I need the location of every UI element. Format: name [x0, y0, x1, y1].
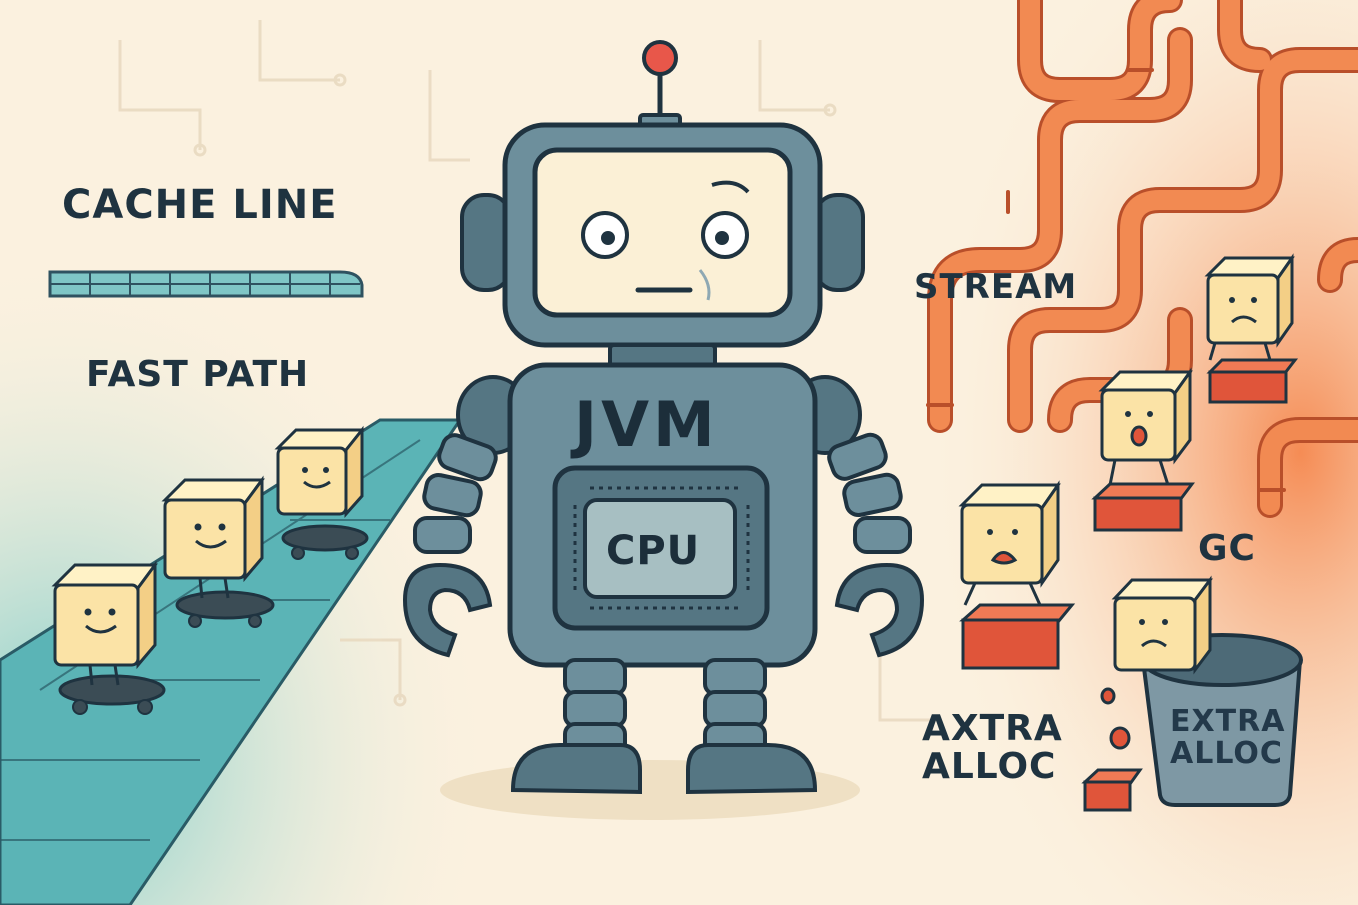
circuit-traces	[118, 20, 940, 722]
cube-skater-2	[161, 475, 275, 628]
jvm-robot	[402, 40, 925, 820]
cache-line-label: CACHE LINE	[62, 182, 338, 228]
cube-skater-3	[274, 425, 369, 560]
brick-4	[1081, 768, 1143, 812]
axtra-alloc-label: AXTRA ALLOC	[922, 710, 1062, 786]
fast-path-label: FAST PATH	[86, 354, 310, 395]
cube-skater-1	[51, 560, 166, 715]
cpu-chip	[583, 498, 737, 599]
extra-alloc-label: EXTRA ALLOC	[1170, 704, 1286, 771]
sad-cube-4	[1111, 575, 1213, 675]
jvm-label: JVM	[574, 388, 719, 461]
pipe-network	[926, 0, 1358, 518]
scared-cube-2	[1098, 367, 1193, 486]
cpu-label: CPU	[606, 528, 701, 574]
gc-label: GC	[1198, 528, 1256, 569]
brick-2	[1091, 482, 1195, 532]
falling-bits	[1100, 687, 1131, 750]
cache-line-bar	[48, 270, 364, 298]
stream-label: STREAM	[914, 267, 1078, 307]
trash-bin	[1140, 633, 1303, 807]
robot-screen	[532, 147, 793, 318]
sad-cube-1	[1204, 253, 1295, 361]
scared-cube-3	[958, 480, 1061, 606]
axtra-alloc-text: AXTRA ALLOC	[922, 708, 1063, 787]
brick-3	[959, 603, 1076, 670]
brick-1	[1206, 358, 1299, 404]
antenna-ball	[642, 40, 678, 76]
